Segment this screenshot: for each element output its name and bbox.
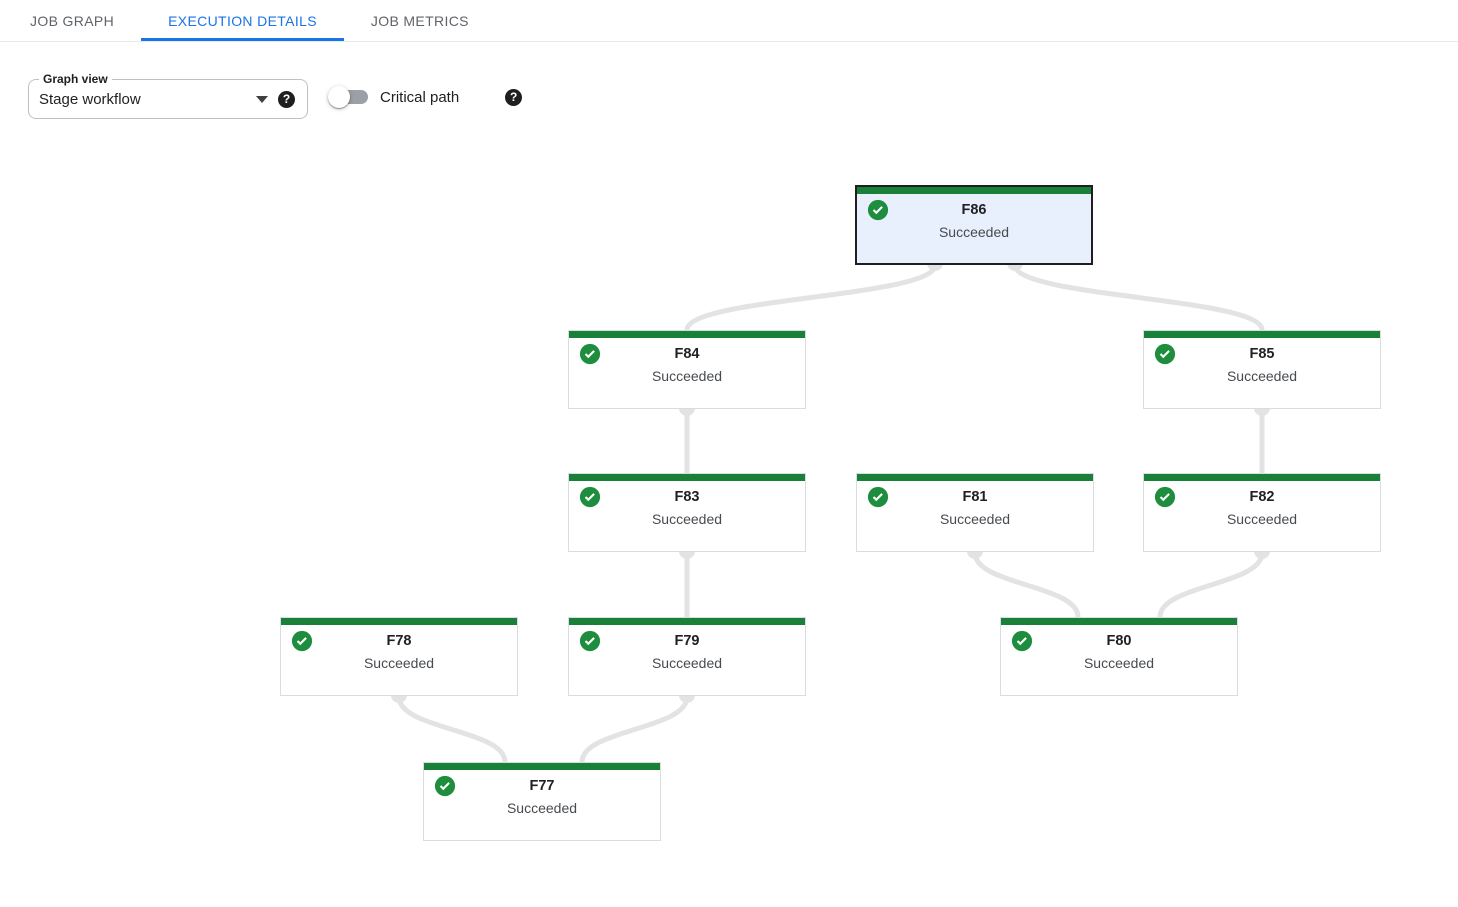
node-status-bar bbox=[569, 331, 805, 338]
node-status: Succeeded bbox=[363, 655, 435, 671]
node-status-bar bbox=[857, 187, 1091, 194]
node-status-bar bbox=[1144, 474, 1380, 481]
job-tabs: JOB GRAPH EXECUTION DETAILS JOB METRICS bbox=[0, 0, 1458, 42]
graph-view-value: Stage workflow bbox=[39, 90, 141, 108]
node-status: Succeeded bbox=[651, 655, 723, 671]
edge-F86-F84 bbox=[684, 262, 938, 333]
check-circle-icon bbox=[1011, 630, 1033, 652]
graph-view-label: Graph view bbox=[43, 72, 108, 86]
node-status-bar bbox=[857, 474, 1093, 481]
check-circle-icon bbox=[1154, 343, 1176, 365]
node-status: Succeeded bbox=[1083, 655, 1155, 671]
critical-path-help-icon[interactable]: ? bbox=[505, 88, 523, 106]
node-status-bar bbox=[281, 618, 517, 625]
edge-F81-F80 bbox=[972, 550, 1081, 620]
check-circle-icon bbox=[579, 486, 601, 508]
edge-F86-F85 bbox=[1012, 262, 1265, 333]
toggle-knob bbox=[328, 86, 350, 108]
node-title: F84 bbox=[674, 346, 700, 362]
node-title: F78 bbox=[386, 633, 412, 649]
tab-job-graph[interactable]: JOB GRAPH bbox=[30, 12, 115, 29]
node-status: Succeeded bbox=[1226, 511, 1298, 527]
check-circle-icon bbox=[867, 486, 889, 508]
node-status: Succeeded bbox=[1226, 368, 1298, 384]
node-title: F77 bbox=[529, 778, 555, 794]
check-circle-icon bbox=[579, 343, 601, 365]
critical-path-control: Critical path ? bbox=[328, 86, 523, 108]
edge-F78-F77 bbox=[396, 694, 508, 765]
check-circle-icon bbox=[867, 199, 889, 221]
tab-job-metrics[interactable]: JOB METRICS bbox=[370, 12, 469, 29]
node-title: F83 bbox=[674, 489, 700, 505]
node-title: F81 bbox=[962, 489, 988, 505]
node-status: Succeeded bbox=[651, 511, 723, 527]
node-status: Succeeded bbox=[938, 224, 1010, 240]
node-status-bar bbox=[569, 474, 805, 481]
chevron-down-icon bbox=[256, 95, 268, 103]
node-status-bar bbox=[569, 618, 805, 625]
node-title: F80 bbox=[1106, 633, 1132, 649]
node-title: F79 bbox=[674, 633, 700, 649]
graph-view-select[interactable]: Graph view Stage workflow ? bbox=[28, 72, 308, 119]
tab-execution-details[interactable]: EXECUTION DETAILS bbox=[141, 0, 344, 41]
check-circle-icon bbox=[1154, 486, 1176, 508]
critical-path-label: Critical path bbox=[380, 88, 460, 106]
node-status-bar bbox=[424, 763, 660, 770]
node-status: Succeeded bbox=[651, 368, 723, 384]
node-title: F86 bbox=[961, 202, 987, 218]
critical-path-toggle[interactable] bbox=[328, 86, 368, 108]
node-status: Succeeded bbox=[506, 800, 578, 816]
node-status: Succeeded bbox=[939, 511, 1011, 527]
check-circle-icon bbox=[434, 775, 456, 797]
graph-view-help-icon[interactable]: ? bbox=[278, 90, 295, 108]
node-status-bar bbox=[1001, 618, 1237, 625]
node-title: F85 bbox=[1249, 346, 1275, 362]
edge-F82-F80 bbox=[1157, 550, 1265, 620]
check-circle-icon bbox=[579, 630, 601, 652]
check-circle-icon bbox=[291, 630, 313, 652]
node-status-bar bbox=[1144, 331, 1380, 338]
node-title: F82 bbox=[1249, 489, 1275, 505]
graph-controls: Graph view Stage workflow ? bbox=[28, 72, 308, 119]
edge-F79-F77 bbox=[579, 694, 690, 765]
